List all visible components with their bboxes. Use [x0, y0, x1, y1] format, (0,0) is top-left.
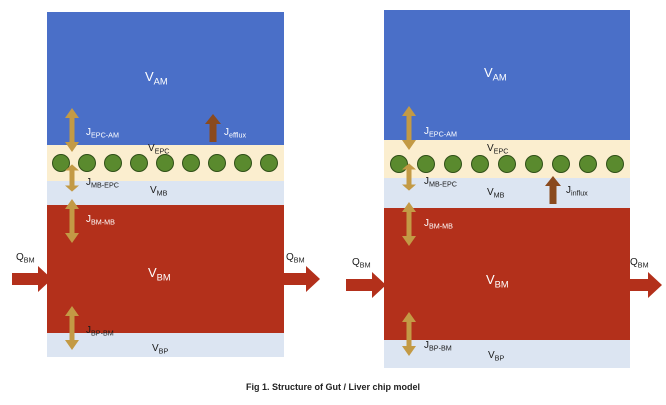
epithelial-cell [552, 155, 570, 173]
j-mb-epc-label: JMB-EPC [86, 177, 119, 190]
basal-plate-compartment [47, 333, 284, 357]
j-mb-epc-label: JMB-EPC [424, 176, 457, 189]
basolateral-medium-compartment [47, 205, 284, 333]
v-am-label: VAM [484, 65, 507, 83]
v-bp-label: VBP [488, 350, 505, 363]
epithelial-cell [156, 154, 174, 172]
q-bm-outflow-label: QBM [630, 257, 649, 270]
j-bm-mb-label: JBM-MB [86, 214, 115, 227]
j-mb-epc-arrow [402, 163, 416, 191]
epithelial-cell [234, 154, 252, 172]
epithelial-cell [444, 155, 462, 173]
v-epc-label: VEPC [148, 143, 170, 156]
influx-arrow [545, 176, 561, 204]
figure-caption: Fig 1. Structure of Gut / Liver chip mod… [245, 382, 421, 392]
membrane-compartment [47, 181, 284, 205]
apical-medium-compartment [47, 12, 284, 145]
v-bm-label: VBM [148, 265, 171, 283]
j-epc-am-arrow [402, 106, 416, 150]
epithelial-cell [208, 154, 226, 172]
j-mb-epc-arrow [65, 164, 79, 192]
epithelial-cell [417, 155, 435, 173]
j-bm-mb-arrow [402, 202, 416, 246]
q-bm-inflow-arrow [12, 266, 52, 292]
v-bp-label: VBP [152, 343, 169, 356]
epithelial-cell [78, 154, 96, 172]
v-epc-label: VEPC [487, 143, 509, 156]
q-bm-inflow-arrow [346, 272, 386, 298]
j-epc-am-arrow [65, 108, 79, 152]
epithelial-cell [471, 155, 489, 173]
epithelial-cell [579, 155, 597, 173]
j-bp-bm-arrow [65, 306, 79, 350]
epithelial-cell [52, 154, 70, 172]
epithelial-cell [182, 154, 200, 172]
j-bm-mb-arrow [65, 199, 79, 243]
efflux-arrow [205, 114, 221, 142]
j-epc-am-label: JEPC-AM [86, 127, 119, 140]
epithelial-cell [498, 155, 516, 173]
v-am-label: VAM [145, 69, 168, 87]
v-mb-label: VMB [150, 185, 168, 198]
basal-plate-compartment [384, 340, 630, 368]
j-epc-am-label: JEPC-AM [424, 126, 457, 139]
v-bm-label: VBM [486, 272, 509, 290]
j-efflux-label: Jefflux [224, 127, 247, 140]
epithelial-cell [606, 155, 624, 173]
epithelial-cell [525, 155, 543, 173]
q-bm-inflow-label: QBM [16, 252, 35, 265]
j-influx-label: Jinflux [566, 185, 588, 198]
q-bm-inflow-label: QBM [352, 257, 371, 270]
q-bm-outflow-arrow [284, 266, 320, 292]
v-mb-label: VMB [487, 187, 505, 200]
epithelial-cell [260, 154, 278, 172]
basolateral-medium-compartment [384, 208, 630, 340]
epithelial-cell [104, 154, 122, 172]
j-bp-bm-label: JBP-BM [86, 325, 114, 338]
membrane-compartment [384, 178, 630, 208]
j-bp-bm-arrow [402, 312, 416, 356]
q-bm-outflow-arrow [630, 272, 662, 298]
apical-medium-compartment [384, 10, 630, 140]
q-bm-outflow-label: QBM [286, 252, 305, 265]
j-bm-mb-label: JBM-MB [424, 218, 453, 231]
epithelial-cell [130, 154, 148, 172]
j-bp-bm-label: JBP-BM [424, 340, 452, 353]
